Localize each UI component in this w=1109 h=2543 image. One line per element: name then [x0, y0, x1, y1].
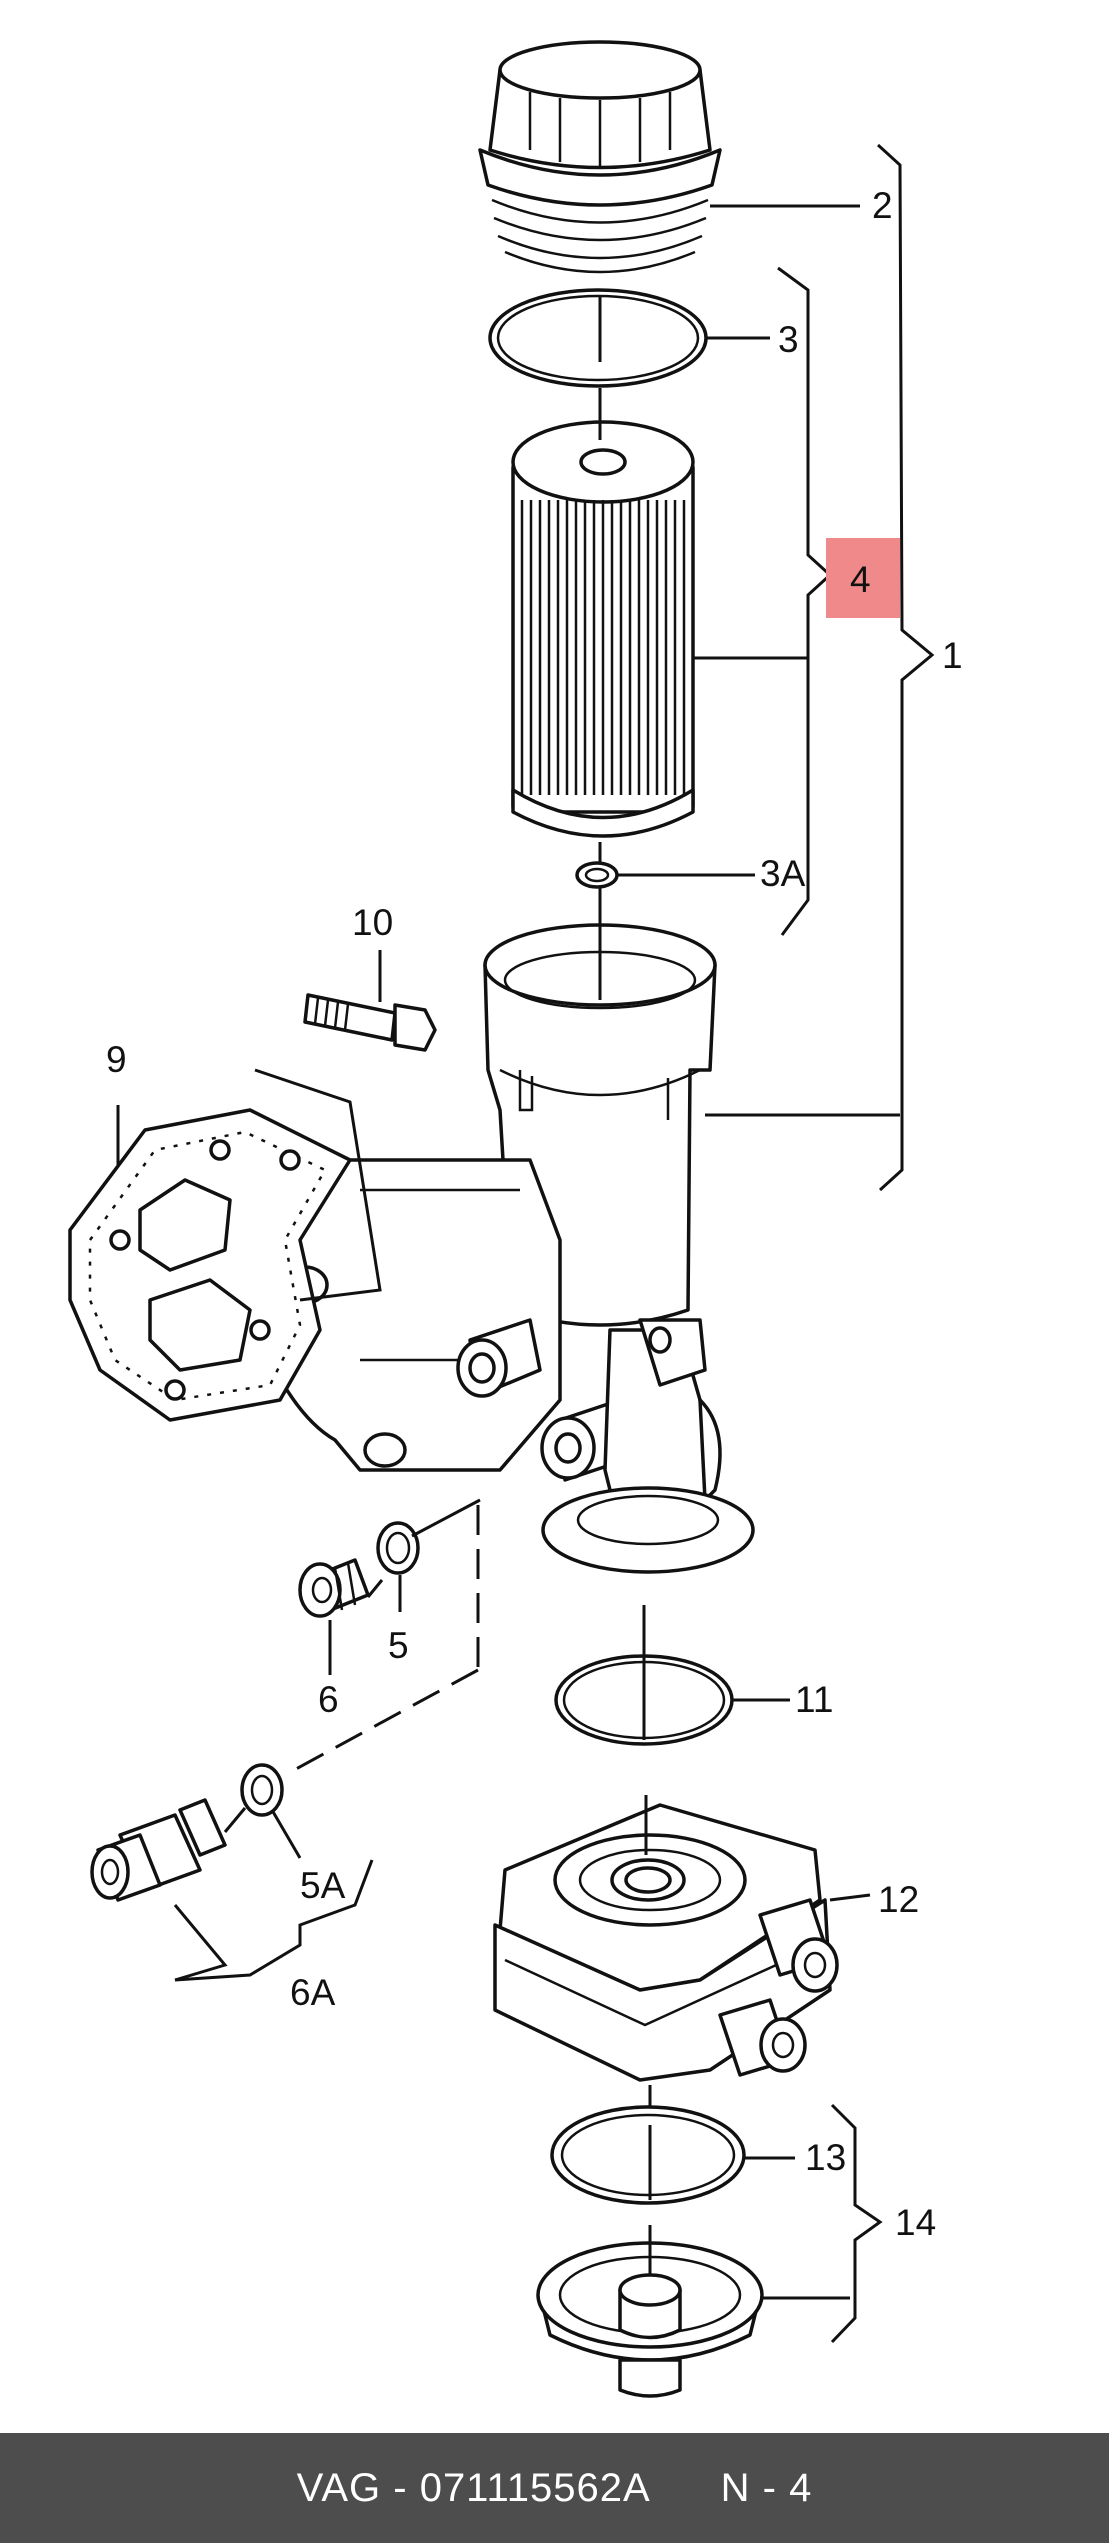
callout-6a[interactable]: 6A: [290, 1972, 336, 2013]
callout-4[interactable]: 4: [850, 559, 871, 600]
callout-2[interactable]: 2: [872, 185, 893, 226]
leader-lines: [116, 204, 900, 2300]
fitting-part-6a[interactable]: [90, 1798, 227, 1902]
callout-14[interactable]: 14: [895, 2202, 936, 2243]
callout-13[interactable]: 13: [805, 2137, 846, 2178]
footer-position: N - 4: [720, 2465, 813, 2510]
gasket-part-9[interactable]: [68, 1108, 352, 1422]
oil-filter-element-part[interactable]: [511, 420, 695, 838]
oil-cooler-part-12[interactable]: [493, 1803, 839, 2082]
footer-part-number: VAG - 071115562A: [296, 2465, 651, 2510]
exploded-parts-diagram: 2 3 4 1 3A 10 9 5 6 11 5A 12 6A 13 14: [68, 40, 963, 2398]
callout-6[interactable]: 6: [318, 1679, 339, 1720]
callout-5a[interactable]: 5A: [300, 1865, 346, 1906]
callout-11[interactable]: 11: [795, 1679, 833, 1720]
small-seal-part-3a[interactable]: [575, 861, 619, 889]
assembly-axis-lines: [223, 296, 652, 2275]
highlight-box-part-4: [826, 538, 900, 618]
ring-part-13[interactable]: [550, 2105, 746, 2205]
assembly-brackets: [777, 143, 935, 2344]
callout-5[interactable]: 5: [388, 1625, 409, 1666]
callout-9[interactable]: 9: [106, 1039, 127, 1080]
footer-bar: VAG - 071115562A N - 4: [0, 2433, 1109, 2543]
filter-cap-part[interactable]: [478, 40, 722, 274]
plug-part-6[interactable]: [298, 1558, 370, 1618]
callout-3a[interactable]: 3A: [760, 853, 806, 894]
seal-ring-part-5a[interactable]: [240, 1763, 284, 1817]
bolt-part-10[interactable]: [303, 993, 437, 1052]
callout-1[interactable]: 1: [942, 635, 963, 676]
callout-10[interactable]: 10: [352, 902, 393, 943]
seal-ring-part-5[interactable]: [376, 1521, 420, 1575]
callout-3[interactable]: 3: [778, 319, 799, 360]
o-ring-part-3[interactable]: [488, 288, 708, 388]
callout-12[interactable]: 12: [878, 1879, 919, 1920]
